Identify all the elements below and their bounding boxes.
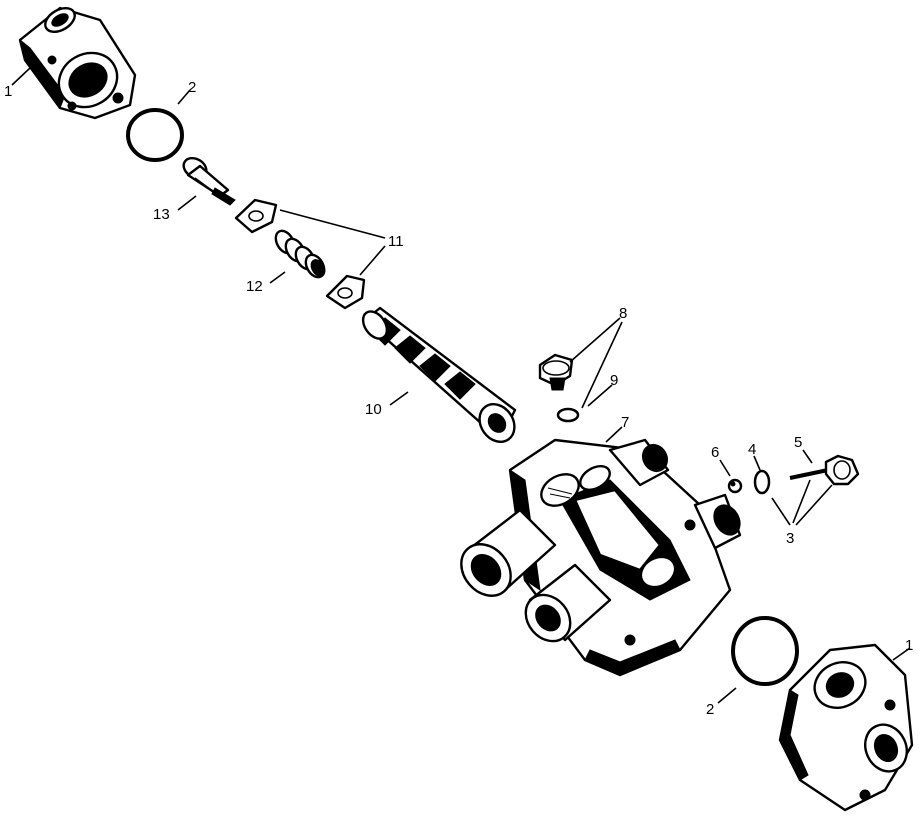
callout-7: 7	[621, 414, 629, 431]
part-o-ring-top	[126, 108, 184, 162]
leader-3b	[792, 479, 811, 524]
part-end-cover-bottom	[778, 643, 914, 812]
leader-lines	[11, 67, 911, 704]
callout-8: 8	[619, 305, 627, 322]
callout-13: 13	[153, 206, 170, 223]
callout-labels: 1 2 13 11 12 10 8 9 7 6 4 5 3 2 1	[4, 79, 913, 718]
leader-2-bottom	[717, 687, 737, 704]
part-o-ring-4	[753, 469, 771, 495]
leader-10	[389, 391, 409, 406]
leader-1-bottom	[892, 647, 911, 661]
part-screw-5	[789, 454, 860, 486]
leader-5	[802, 449, 813, 464]
callout-11: 11	[388, 233, 404, 250]
leader-8b	[581, 321, 623, 409]
callout-1-bottom: 1	[905, 637, 913, 654]
part-o-ring-bottom	[731, 616, 799, 686]
callout-6: 6	[711, 444, 719, 461]
part-ball-6	[727, 478, 743, 494]
leader-12	[269, 271, 286, 284]
callout-10: 10	[365, 401, 382, 418]
leader-8a	[569, 317, 621, 363]
callout-4: 4	[748, 441, 756, 458]
part-washer-11a	[234, 198, 278, 234]
leader-3a	[771, 497, 791, 526]
callout-9: 9	[610, 372, 618, 389]
part-washer-11b	[325, 274, 366, 310]
leader-1-top	[11, 67, 31, 86]
part-fitting-13	[182, 156, 236, 206]
callout-5: 5	[794, 434, 802, 451]
part-o-ring-9	[556, 407, 580, 423]
callout-1-top: 1	[4, 83, 12, 100]
part-spool-10	[361, 306, 517, 443]
part-valve-body-7	[460, 438, 742, 677]
leader-2-top	[177, 89, 191, 105]
callout-2-top: 2	[188, 79, 196, 96]
leader-4	[753, 455, 761, 471]
leader-9	[587, 384, 613, 407]
leader-6	[719, 459, 731, 477]
callout-3: 3	[786, 530, 794, 547]
leader-7	[605, 426, 623, 443]
leader-11b	[359, 245, 386, 276]
part-plug-8	[538, 353, 574, 391]
leader-11a	[279, 209, 386, 239]
callout-2-bottom: 2	[706, 701, 714, 718]
leader-3c	[795, 484, 833, 526]
part-spring-12	[274, 229, 326, 279]
leader-13	[177, 195, 197, 211]
part-end-cover-top	[18, 6, 137, 120]
callout-12: 12	[246, 278, 263, 295]
